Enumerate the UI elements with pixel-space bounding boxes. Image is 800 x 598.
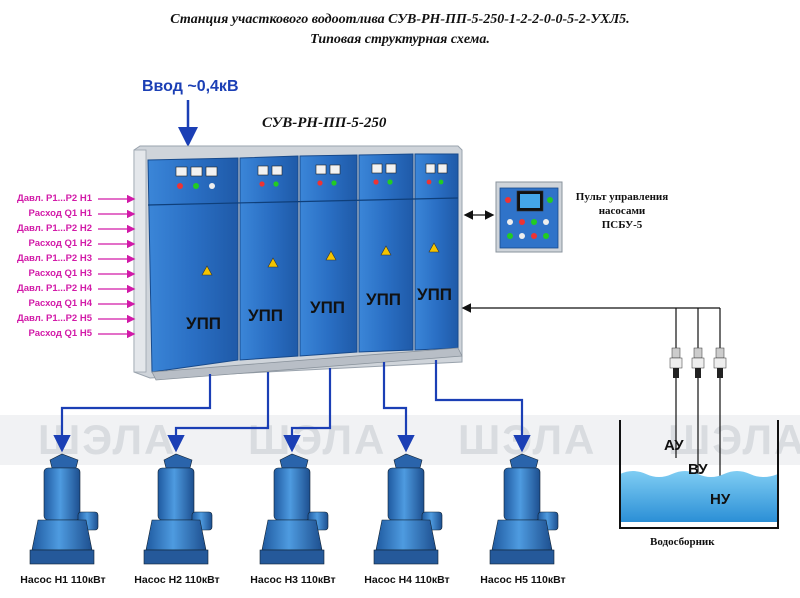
level-label-au: АУ — [664, 437, 684, 454]
indicator-lamps — [177, 179, 444, 189]
water-tank — [619, 420, 779, 529]
signal-label: Давл. Р1...Р2 Н3 — [16, 253, 92, 264]
control-panel-label-line3: ПСБУ-5 — [601, 219, 643, 231]
control-panel-label-line1: Пульт управления — [575, 191, 669, 203]
pump-label-1: Насос Н1 110кВт — [20, 574, 106, 586]
pump-label-3: Насос Н3 110кВт — [250, 574, 336, 586]
sensor-feedback — [461, 303, 721, 348]
page-subtitle: Типовая структурная схема. — [310, 32, 490, 47]
pump-feed-lines — [53, 360, 531, 453]
control-panel-label: Пульт управления насосами ПСБУ-5 — [566, 190, 678, 232]
pump-5 — [489, 453, 559, 565]
pump-2 — [143, 453, 213, 565]
pump-3 — [259, 453, 329, 565]
pump-label-4: Насос Н4 110кВт — [364, 574, 450, 586]
section-label: УПП — [248, 306, 284, 325]
control-panel — [495, 181, 563, 253]
signal-label: Расход Q1 Н4 — [28, 298, 92, 309]
pump-1 — [29, 453, 99, 565]
level-sensor — [669, 347, 727, 378]
signal-label: Давл. Р1...Р2 Н5 — [16, 313, 92, 324]
sensor-probes — [675, 378, 721, 494]
section-label: УПП — [417, 285, 453, 304]
tank-label: Водосборник — [650, 536, 715, 548]
cabinet — [133, 145, 463, 381]
page-title: Станция участкового водоотлива СУВ-РН-ПП… — [170, 12, 630, 27]
section-label: УПП — [366, 290, 402, 309]
signal-arrows — [98, 194, 136, 339]
section-label: УПП — [310, 298, 346, 317]
warning-icon — [201, 242, 440, 276]
signal-label: Расход Q1 Н5 — [28, 328, 92, 339]
cabinet-title: СУВ-РН-ПП-5-250 — [262, 115, 387, 131]
control-panel-label-line2: насосами — [598, 205, 646, 217]
signal-label: Расход Q1 Н1 — [28, 208, 92, 219]
level-label-vu: ВУ — [688, 461, 708, 478]
watermark-text: ШЭЛА — [248, 416, 387, 463]
signal-label: Давл. Р1...Р2 Н1 — [16, 193, 92, 204]
section-label: УПП — [186, 314, 222, 333]
signal-label: Расход Q1 Н3 — [28, 268, 92, 279]
signal-label: Расход Q1 Н2 — [28, 238, 92, 249]
meters — [175, 163, 448, 177]
pump-label-2: Насос Н2 110кВт — [134, 574, 220, 586]
signal-label: Давл. Р1...Р2 Н2 — [16, 223, 92, 234]
pump-4 — [373, 453, 443, 565]
pump-label-5: Насос Н5 110кВт — [480, 574, 566, 586]
level-label-nu: НУ — [710, 491, 731, 508]
signal-label: Давл. Р1...Р2 Н4 — [16, 283, 92, 294]
input-label: Ввод ~0,4кВ — [142, 78, 239, 95]
